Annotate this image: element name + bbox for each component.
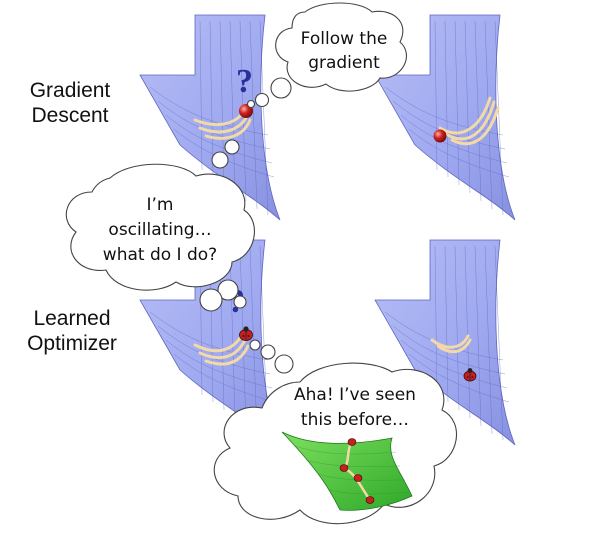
oscillating-line-3: what do I do? [103, 245, 217, 265]
follow-line-2: gradient [308, 53, 380, 73]
label-gradient-line-2: Descent [31, 104, 108, 127]
label-gradient-line-1: Gradient [30, 79, 111, 102]
label-learned-line-1: Learned [33, 307, 110, 330]
ladybug-icon-bottom-left [239, 326, 253, 341]
label-learned-line-2: Optimizer [27, 332, 117, 355]
oscillating-line-1: I’m [147, 195, 174, 215]
green-surface-icon [281, 431, 413, 511]
thought-trail-bottom [249, 339, 294, 374]
follow-line-1: Follow the [301, 29, 388, 49]
thought-bubble-follow [246, 2, 407, 109]
oscillating-line-2: oscillating… [108, 220, 211, 240]
question-mark-icon-top: ? [236, 63, 253, 100]
motion-trail-top-right [438, 96, 500, 146]
aha-line-2: this before… [301, 410, 409, 430]
aha-line-1: Aha! I’ve seen [294, 385, 416, 405]
ladybug-icon-bottom-right [463, 368, 477, 382]
thought-trail-top [211, 139, 240, 169]
motion-trail-bottom-left [193, 333, 250, 366]
motion-trail-bottom-right [430, 334, 472, 354]
thought-bubble-oscillating [65, 163, 255, 312]
red-ball-top-right [433, 129, 447, 143]
